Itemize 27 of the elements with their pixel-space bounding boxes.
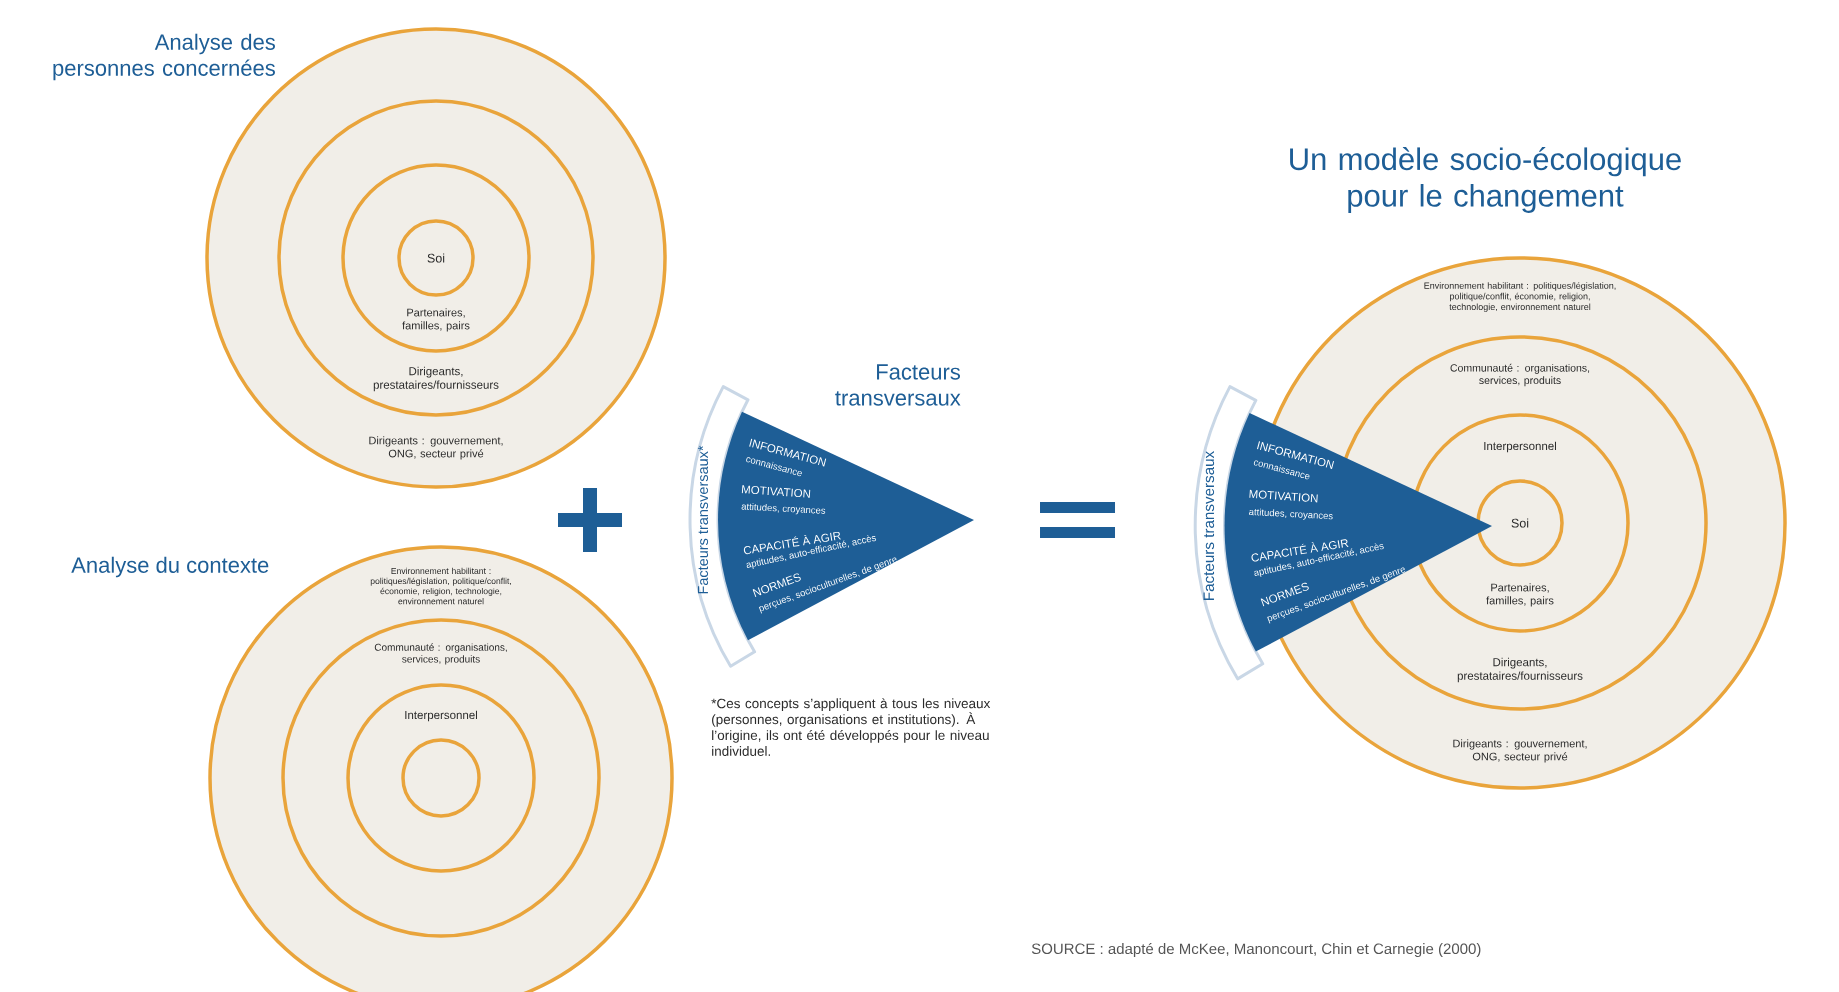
ring-label: Partenaires, familles, pairs — [402, 308, 470, 332]
heading: Facteurs transversaux — [835, 364, 961, 406]
ring-label: Communauté : organisations, services, produits — [374, 643, 507, 665]
ring-label: Dirigeants, prestataires/fournisseurs — [373, 366, 499, 392]
heading: Analyse du contexte — [71, 556, 269, 578]
ring-label: Environnement habilitant : politiques/législation, politique/conflit, économie, religion, technologie, environnement naturel — [1424, 282, 1616, 312]
ring-label: Communauté : organisations, services, produits — [1450, 363, 1590, 387]
ring-label: Soi — [1511, 518, 1529, 528]
factor-description: attitudes, croyances — [1249, 508, 1333, 520]
ring-label: Dirigeants : gouvernement, ONG, secteur privé — [1453, 739, 1587, 763]
band-label: Facteurs transversaux — [1203, 451, 1215, 600]
title: Un modèle socio-écologique pour le changement — [1290, 147, 1681, 213]
ring-label: Interpersonnel — [405, 710, 477, 722]
ring-label: Dirigeants : gouvernement, ONG, secteur privé — [369, 436, 503, 460]
source-note: SOURCE : adapté de McKee, Manoncourt, Chin et Carnegie (2000) — [1031, 942, 1481, 958]
ring-label: Environnement habilitant : politiques/législation, politique/conflit, économie, religion, technologie, environnement naturel — [370, 567, 511, 605]
footnote: *Ces concepts s’appliquent à tous les niveaux (personnes, organisations et institutions). À l’origine, ils ont été développés pour le niveau individuel. — [711, 698, 991, 756]
band-label: Facteurs transversaux* — [697, 445, 709, 594]
factor-description: attitudes, croyances — [741, 503, 826, 515]
ring — [401, 738, 481, 818]
heading: Analyse des personnes concernées — [53, 33, 275, 81]
ring-label: Dirigeants, prestataires/fournisseurs — [1457, 657, 1583, 683]
factor-title: MOTIVATION — [1249, 489, 1318, 503]
factor-title: MOTIVATION — [741, 485, 811, 498]
ring-label: Partenaires, familles, pairs — [1486, 583, 1554, 607]
ring-label: Soi — [427, 253, 445, 263]
ring-label: Interpersonnel — [1484, 441, 1556, 453]
